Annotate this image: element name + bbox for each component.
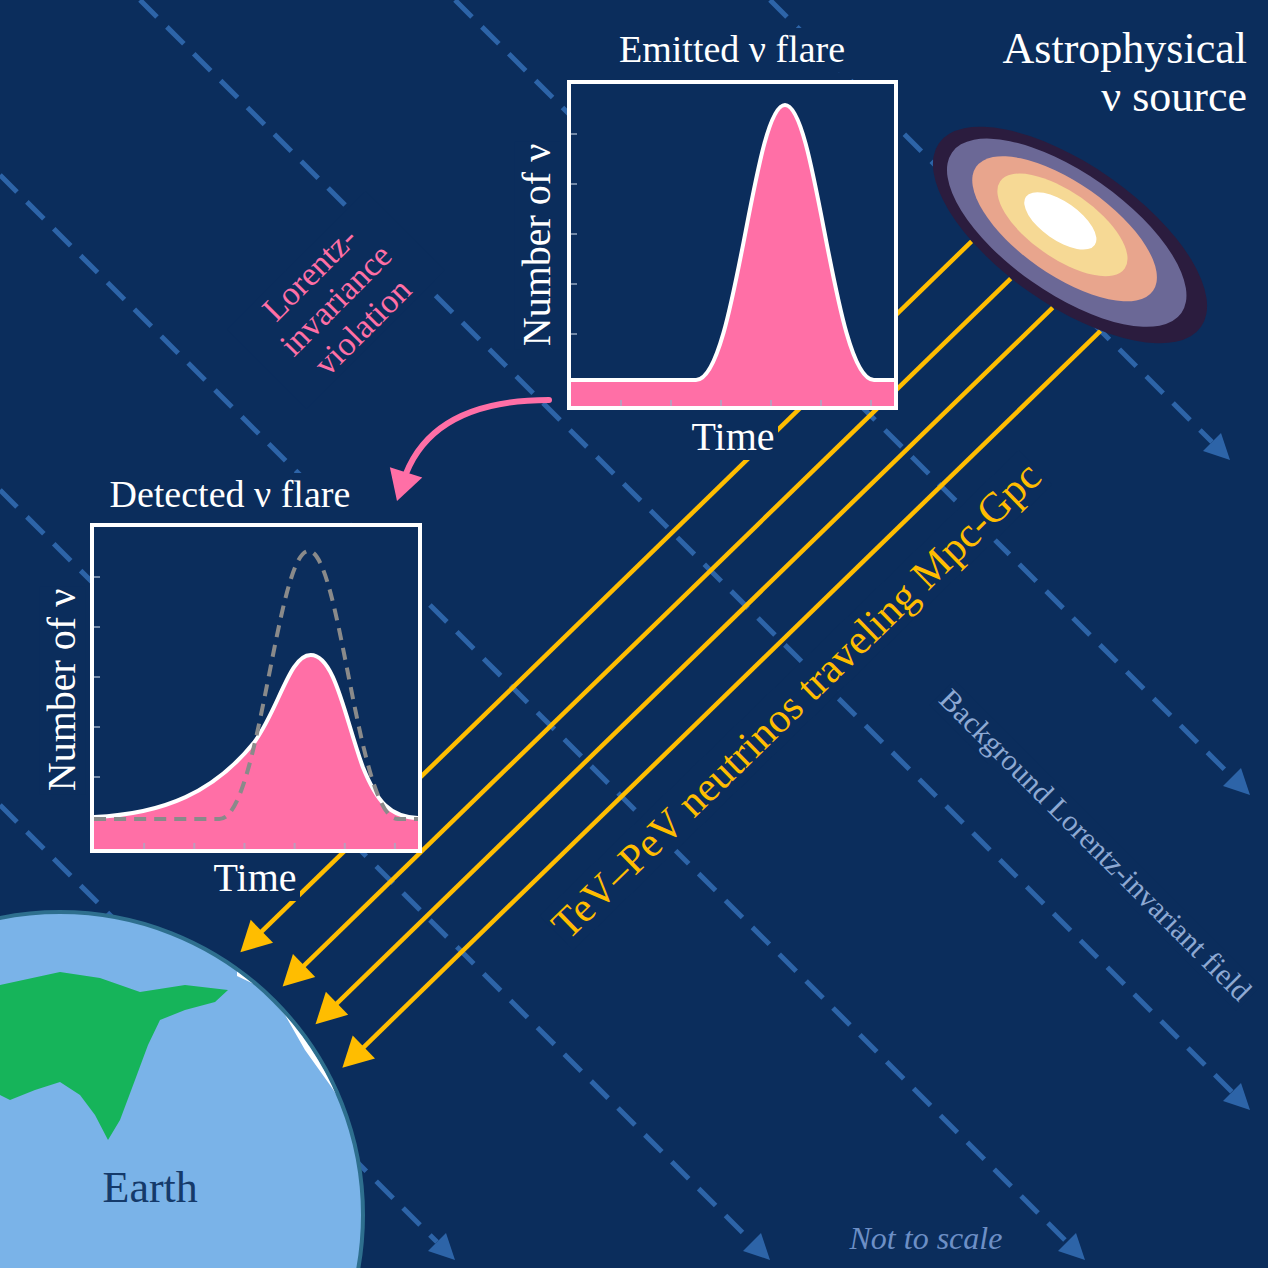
disk-core [1015,181,1106,260]
flare-curve [571,105,894,380]
field-arrowhead [1223,768,1250,795]
plot-title: Emitted ν flare [616,28,848,72]
axis-label: Number of ν [39,586,85,794]
axis-label: Time [689,414,778,460]
disk-ring [925,110,1216,350]
field-arrowheads [428,433,1250,1260]
neutrino-beam-arrow [316,308,1053,1025]
disk-ring [981,154,1143,295]
plot-frame [90,523,422,853]
disk-rings [925,110,1241,350]
axis-label: Number of ν [514,141,560,349]
axis-ticks [571,134,871,406]
scale-note: Not to scale [847,1220,1006,1257]
disk-ring [950,129,1180,328]
field-arrowhead [1223,1083,1250,1110]
flare-curve [94,655,418,818]
axis-ticks [94,577,395,849]
disk-ring [925,110,1241,350]
field-arrowhead [743,1233,770,1260]
flare-area [571,105,894,406]
plot-title: Detected ν flare [107,473,354,517]
arrowhead [390,467,422,501]
axis-label: Time [211,855,300,901]
emitted-plot: Emitted ν flareNumber of ν Time [505,25,915,480]
neutrino-source: Astrophysical ν source [925,25,1255,350]
neutrino-beam-arrow [342,331,1100,1068]
earth-globe: Earth [0,910,365,1268]
arrow-line [403,400,549,482]
source-label: Astrophysical ν source [986,25,1247,122]
lorentz-violation-arrow [390,400,549,501]
accretion-disk [925,110,1255,350]
field-arrowhead [1203,433,1230,460]
arrow-line [331,308,1052,1009]
detected-plot: Detected ν flareNumber of ν Time [25,465,435,915]
ice-cap [237,910,365,1130]
edge-label: Lorentz-invariance violation [227,191,445,409]
field-arrowhead [428,1233,455,1260]
emitted-flare-plot [571,84,894,406]
plot-frame [567,80,898,410]
arrow-line [358,331,1100,1053]
field-arrowhead [1058,1233,1085,1260]
earth-label: Earth [103,1163,198,1214]
emitted-reference-curve [94,551,418,819]
earth-surface [0,910,365,1268]
field-label: Background Lorentz-invariant field [930,680,1260,1010]
detected-flare-plot [94,527,418,849]
continent [0,972,228,1140]
